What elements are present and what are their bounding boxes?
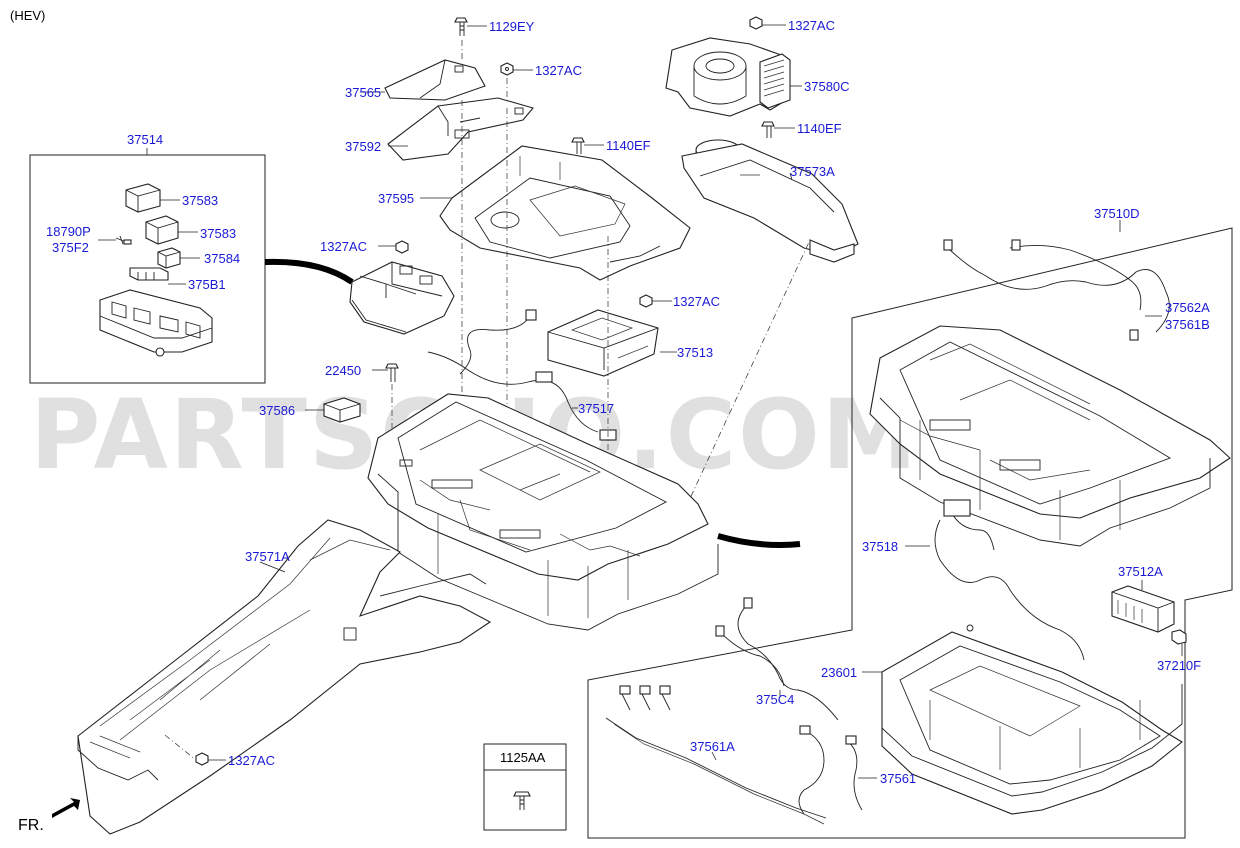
front-label: FR. — [18, 817, 44, 834]
bolt-1125AA-icon — [513, 791, 531, 810]
nut-icon-3 — [395, 240, 409, 254]
part-label-37561A[interactable]: 37561A — [690, 739, 735, 754]
duct-37573A-icon — [681, 139, 859, 263]
part-label-37514[interactable]: 37514 — [127, 132, 163, 147]
bolt-icon-4 — [385, 363, 399, 382]
part-label-1140EF[interactable]: 1140EF — [606, 138, 651, 153]
mini-relay-icon — [157, 247, 181, 269]
part-label-37510D[interactable]: 37510D — [1094, 206, 1140, 221]
part-label-1327AC[interactable]: 1327AC — [535, 63, 582, 78]
part-label-1327AC-5[interactable]: 1327AC — [228, 753, 275, 768]
part-label-375F2[interactable]: 375F2 — [52, 240, 89, 255]
bolt-icon — [454, 17, 468, 36]
battery-tray-center-icon — [367, 393, 719, 631]
part-label-1327AC-4[interactable]: 1327AC — [673, 294, 720, 309]
part-label-37583-2[interactable]: 37583 — [200, 226, 236, 241]
part-label-22450[interactable]: 22450 — [325, 363, 361, 378]
part-label-1140EF-2[interactable]: 1140EF — [797, 121, 842, 136]
blower-motor-icon — [665, 37, 791, 117]
part-label-37562A[interactable]: 37562A — [1165, 300, 1210, 315]
duct-37571A-icon — [77, 519, 492, 835]
bms-controller-icon — [349, 261, 455, 335]
nut-icon — [500, 62, 514, 76]
harness-37561-icon — [798, 725, 863, 815]
part-label-1129EY[interactable]: 1129EY — [489, 19, 535, 34]
fuse-block-icon — [129, 267, 169, 281]
part-label-1327AC-2[interactable]: 1327AC — [788, 18, 835, 33]
part-label-37561B[interactable]: 37561B — [1165, 317, 1210, 332]
part-label-37583[interactable]: 37583 — [182, 193, 218, 208]
harness-37562A-icon — [943, 239, 1170, 341]
part-label-37592[interactable]: 37592 — [345, 139, 381, 154]
front-direction-arrow-icon — [52, 798, 80, 818]
part-label-375B1[interactable]: 375B1 — [188, 277, 226, 292]
harness-curve-left — [264, 258, 354, 285]
part-label-1125AA[interactable]: 1125AA — [500, 750, 546, 765]
part-label-37584[interactable]: 37584 — [204, 251, 240, 266]
harness-curve-right — [717, 533, 801, 548]
relay-icon — [125, 183, 161, 213]
relay-icon-2 — [145, 215, 179, 245]
battery-pack-assembly-icon — [869, 325, 1231, 547]
part-label-23601[interactable]: 23601 — [821, 665, 857, 680]
assembly-inset — [587, 227, 1233, 839]
part-label-37517[interactable]: 37517 — [578, 401, 614, 416]
relay-bracket-icon — [99, 289, 213, 357]
bracket-37592-icon — [387, 97, 534, 161]
part-label-37512A[interactable]: 37512A — [1118, 564, 1163, 579]
nut-icon-2 — [749, 16, 763, 30]
part-label-1327AC-3[interactable]: 1327AC — [320, 239, 367, 254]
module-37513-icon — [547, 309, 659, 377]
part-label-37210F[interactable]: 37210F — [1157, 658, 1201, 673]
nut-icon-4 — [639, 294, 653, 308]
bolt-icon-3 — [761, 121, 775, 138]
part-label-37573A[interactable]: 37573A — [790, 164, 835, 179]
part-label-37595[interactable]: 37595 — [378, 191, 414, 206]
bolt-1125AA-box — [483, 743, 567, 831]
relay-37586-icon — [323, 397, 361, 423]
fuse-icon — [115, 235, 132, 245]
lower-tray-23601-icon — [881, 624, 1183, 815]
part-label-375C4[interactable]: 375C4 — [756, 692, 794, 707]
part-label-18790P[interactable]: 18790P — [46, 224, 91, 239]
harness-37518-icon — [934, 499, 1085, 661]
part-label-37518[interactable]: 37518 — [862, 539, 898, 554]
part-label-37586[interactable]: 37586 — [259, 403, 295, 418]
bracket-37565-icon — [384, 59, 486, 101]
relay-box-inset — [29, 154, 266, 384]
part-label-37513[interactable]: 37513 — [677, 345, 713, 360]
part-label-37565[interactable]: 37565 — [345, 85, 381, 100]
clip-37210F-icon — [1171, 629, 1187, 645]
nut-icon-5 — [195, 752, 209, 766]
part-label-37571A[interactable]: 37571A — [245, 549, 290, 564]
part-label-37561[interactable]: 37561 — [880, 771, 916, 786]
part-label-37580C[interactable]: 37580C — [804, 79, 850, 94]
module-37512A-icon — [1111, 585, 1175, 633]
cover-37595-icon — [439, 145, 691, 281]
variant-label: (HEV) — [10, 8, 45, 23]
harness-375C4-icon — [715, 597, 839, 721]
bolt-icon-2 — [571, 137, 585, 154]
